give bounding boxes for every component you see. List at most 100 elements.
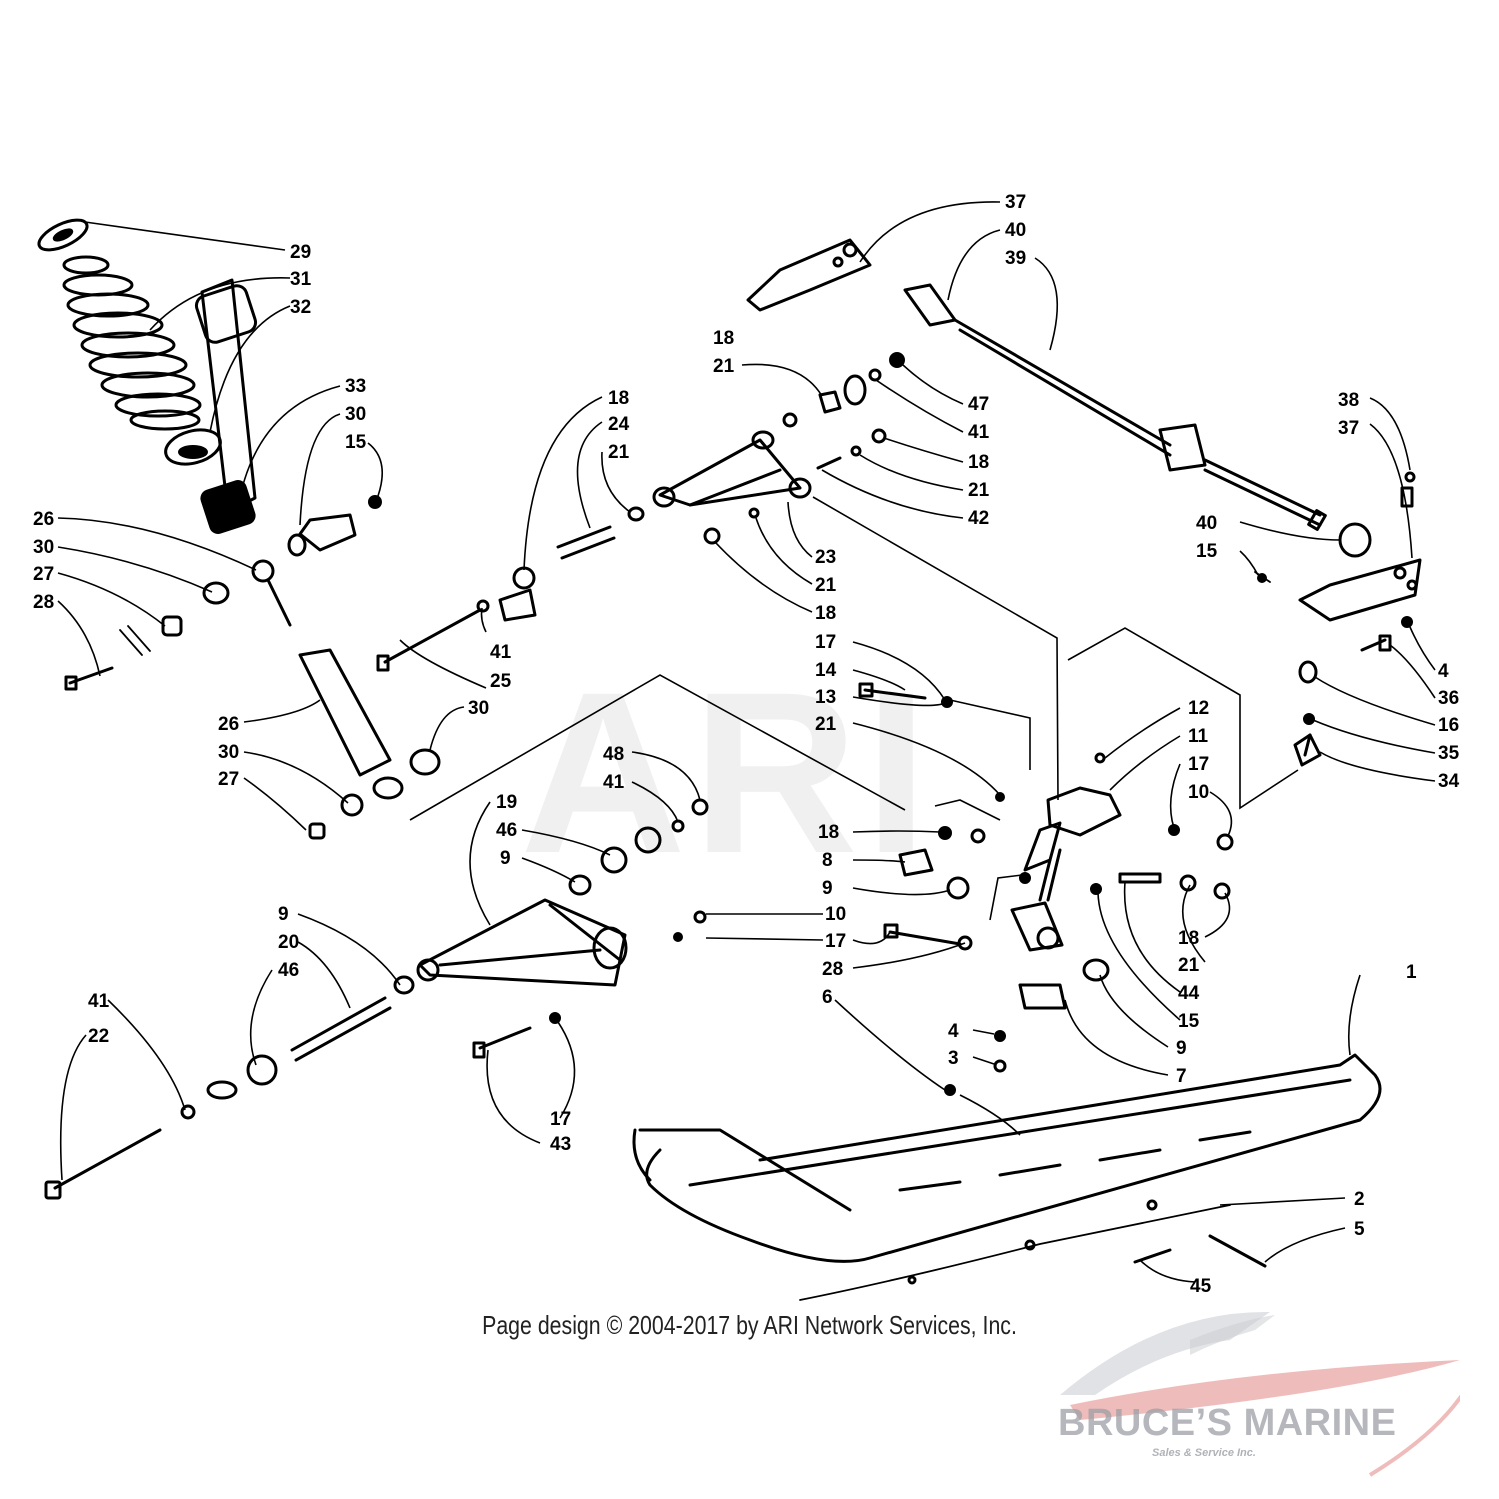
callout-42: 42 bbox=[968, 508, 989, 529]
callout-16: 16 bbox=[1438, 715, 1459, 736]
callout-46: 46 bbox=[278, 960, 299, 981]
tie-rod bbox=[903, 283, 1327, 531]
callout-10: 10 bbox=[1188, 782, 1209, 803]
callout-2: 2 bbox=[1354, 1189, 1365, 1210]
lower-arm-hardware bbox=[44, 798, 709, 1200]
callout-19: 19 bbox=[496, 792, 517, 813]
spindle-hardware bbox=[858, 682, 1234, 1010]
dealer-tagline: Sales & Service Inc. bbox=[1152, 1447, 1256, 1459]
callout-15: 15 bbox=[1178, 1011, 1200, 1032]
callout-32: 32 bbox=[290, 297, 311, 318]
dealer-name: BRUCE’S MARINE bbox=[1058, 1402, 1397, 1444]
steering-arm-top bbox=[746, 238, 872, 312]
callout-11: 11 bbox=[1188, 726, 1209, 747]
adjuster-nut bbox=[194, 278, 258, 534]
callout-21: 21 bbox=[713, 356, 735, 377]
callout-4: 4 bbox=[948, 1021, 959, 1042]
callout-26: 26 bbox=[33, 509, 54, 530]
callout-labels: 29 31 32 33 30 15 26 30 27 28 26 30 27 3… bbox=[33, 192, 1460, 1297]
spring-seat-bottom bbox=[164, 428, 222, 466]
coil-spring bbox=[62, 255, 202, 431]
spring-seat-top bbox=[37, 218, 89, 252]
callout-8: 8 bbox=[822, 850, 833, 871]
callout-30: 30 bbox=[468, 698, 489, 719]
callout-25: 25 bbox=[490, 671, 512, 692]
shock-bushings-left bbox=[64, 581, 230, 691]
callout-9: 9 bbox=[278, 904, 289, 925]
callout-41: 41 bbox=[603, 772, 625, 793]
callout-7: 7 bbox=[1176, 1066, 1187, 1087]
shock-lower-bushings bbox=[308, 748, 441, 840]
callout-36: 36 bbox=[1438, 688, 1459, 709]
callout-28: 28 bbox=[822, 959, 843, 980]
callout-18: 18 bbox=[608, 388, 629, 409]
callout-23: 23 bbox=[815, 547, 836, 568]
callout-13: 13 bbox=[815, 687, 836, 708]
callout-46: 46 bbox=[496, 820, 517, 841]
callout-6: 6 bbox=[822, 987, 833, 1008]
callout-48: 48 bbox=[603, 744, 624, 765]
callout-39: 39 bbox=[1005, 248, 1026, 269]
callout-41: 41 bbox=[490, 642, 512, 663]
callout-41: 41 bbox=[968, 422, 990, 443]
callout-30: 30 bbox=[345, 404, 366, 425]
callout-27: 27 bbox=[218, 769, 239, 790]
callout-9: 9 bbox=[822, 878, 833, 899]
callout-43: 43 bbox=[550, 1134, 571, 1155]
callout-38: 38 bbox=[1338, 390, 1359, 411]
callout-17: 17 bbox=[815, 632, 836, 653]
callout-26: 26 bbox=[218, 714, 239, 735]
callout-21: 21 bbox=[968, 480, 990, 501]
callout-27: 27 bbox=[33, 564, 54, 585]
callout-10: 10 bbox=[825, 904, 846, 925]
spindle bbox=[1010, 786, 1122, 952]
callout-21: 21 bbox=[1178, 955, 1200, 976]
callout-9: 9 bbox=[1176, 1038, 1187, 1059]
callout-3: 3 bbox=[948, 1048, 959, 1069]
callout-34: 34 bbox=[1438, 771, 1460, 792]
callout-37: 37 bbox=[1005, 192, 1026, 213]
callout-17: 17 bbox=[1188, 754, 1209, 775]
callout-33: 33 bbox=[345, 376, 366, 397]
callout-1: 1 bbox=[1406, 962, 1417, 983]
callout-47: 47 bbox=[968, 394, 989, 415]
tie-rod-end-right bbox=[1293, 634, 1392, 767]
callout-9: 9 bbox=[500, 848, 511, 869]
callout-20: 20 bbox=[278, 932, 299, 953]
callout-29: 29 bbox=[290, 242, 311, 263]
reference-lines bbox=[409, 496, 1299, 921]
callout-18: 18 bbox=[818, 822, 839, 843]
callout-17: 17 bbox=[550, 1109, 571, 1130]
callout-30: 30 bbox=[33, 537, 54, 558]
shock-top-bracket bbox=[287, 495, 382, 557]
callout-41: 41 bbox=[88, 991, 110, 1012]
callout-12: 12 bbox=[1188, 698, 1209, 719]
callout-28: 28 bbox=[33, 592, 54, 613]
callout-44: 44 bbox=[1178, 983, 1200, 1004]
copyright-notice: Page design © 2004-2017 by ARI Network S… bbox=[482, 1310, 1017, 1340]
callout-14: 14 bbox=[815, 660, 837, 681]
callout-24: 24 bbox=[608, 414, 630, 435]
callout-37: 37 bbox=[1338, 418, 1359, 439]
callout-4: 4 bbox=[1438, 661, 1449, 682]
callout-22: 22 bbox=[88, 1026, 109, 1047]
callout-21: 21 bbox=[815, 575, 837, 596]
callout-15: 15 bbox=[1196, 541, 1218, 562]
callout-40: 40 bbox=[1005, 220, 1026, 241]
callout-30: 30 bbox=[218, 742, 239, 763]
dealer-logo-swoosh bbox=[1060, 1311, 1460, 1477]
callout-35: 35 bbox=[1438, 743, 1460, 764]
callout-17: 17 bbox=[825, 931, 846, 952]
leader-lines bbox=[57, 201, 1436, 1283]
callout-18: 18 bbox=[1178, 928, 1199, 949]
shock-absorber bbox=[251, 559, 404, 800]
callout-45: 45 bbox=[1190, 1276, 1212, 1297]
callout-18: 18 bbox=[713, 328, 734, 349]
callout-18: 18 bbox=[815, 603, 836, 624]
callout-21: 21 bbox=[815, 714, 837, 735]
callout-15: 15 bbox=[345, 432, 367, 453]
callout-21: 21 bbox=[608, 442, 630, 463]
callout-31: 31 bbox=[290, 269, 312, 290]
lower-a-arm bbox=[416, 898, 628, 987]
